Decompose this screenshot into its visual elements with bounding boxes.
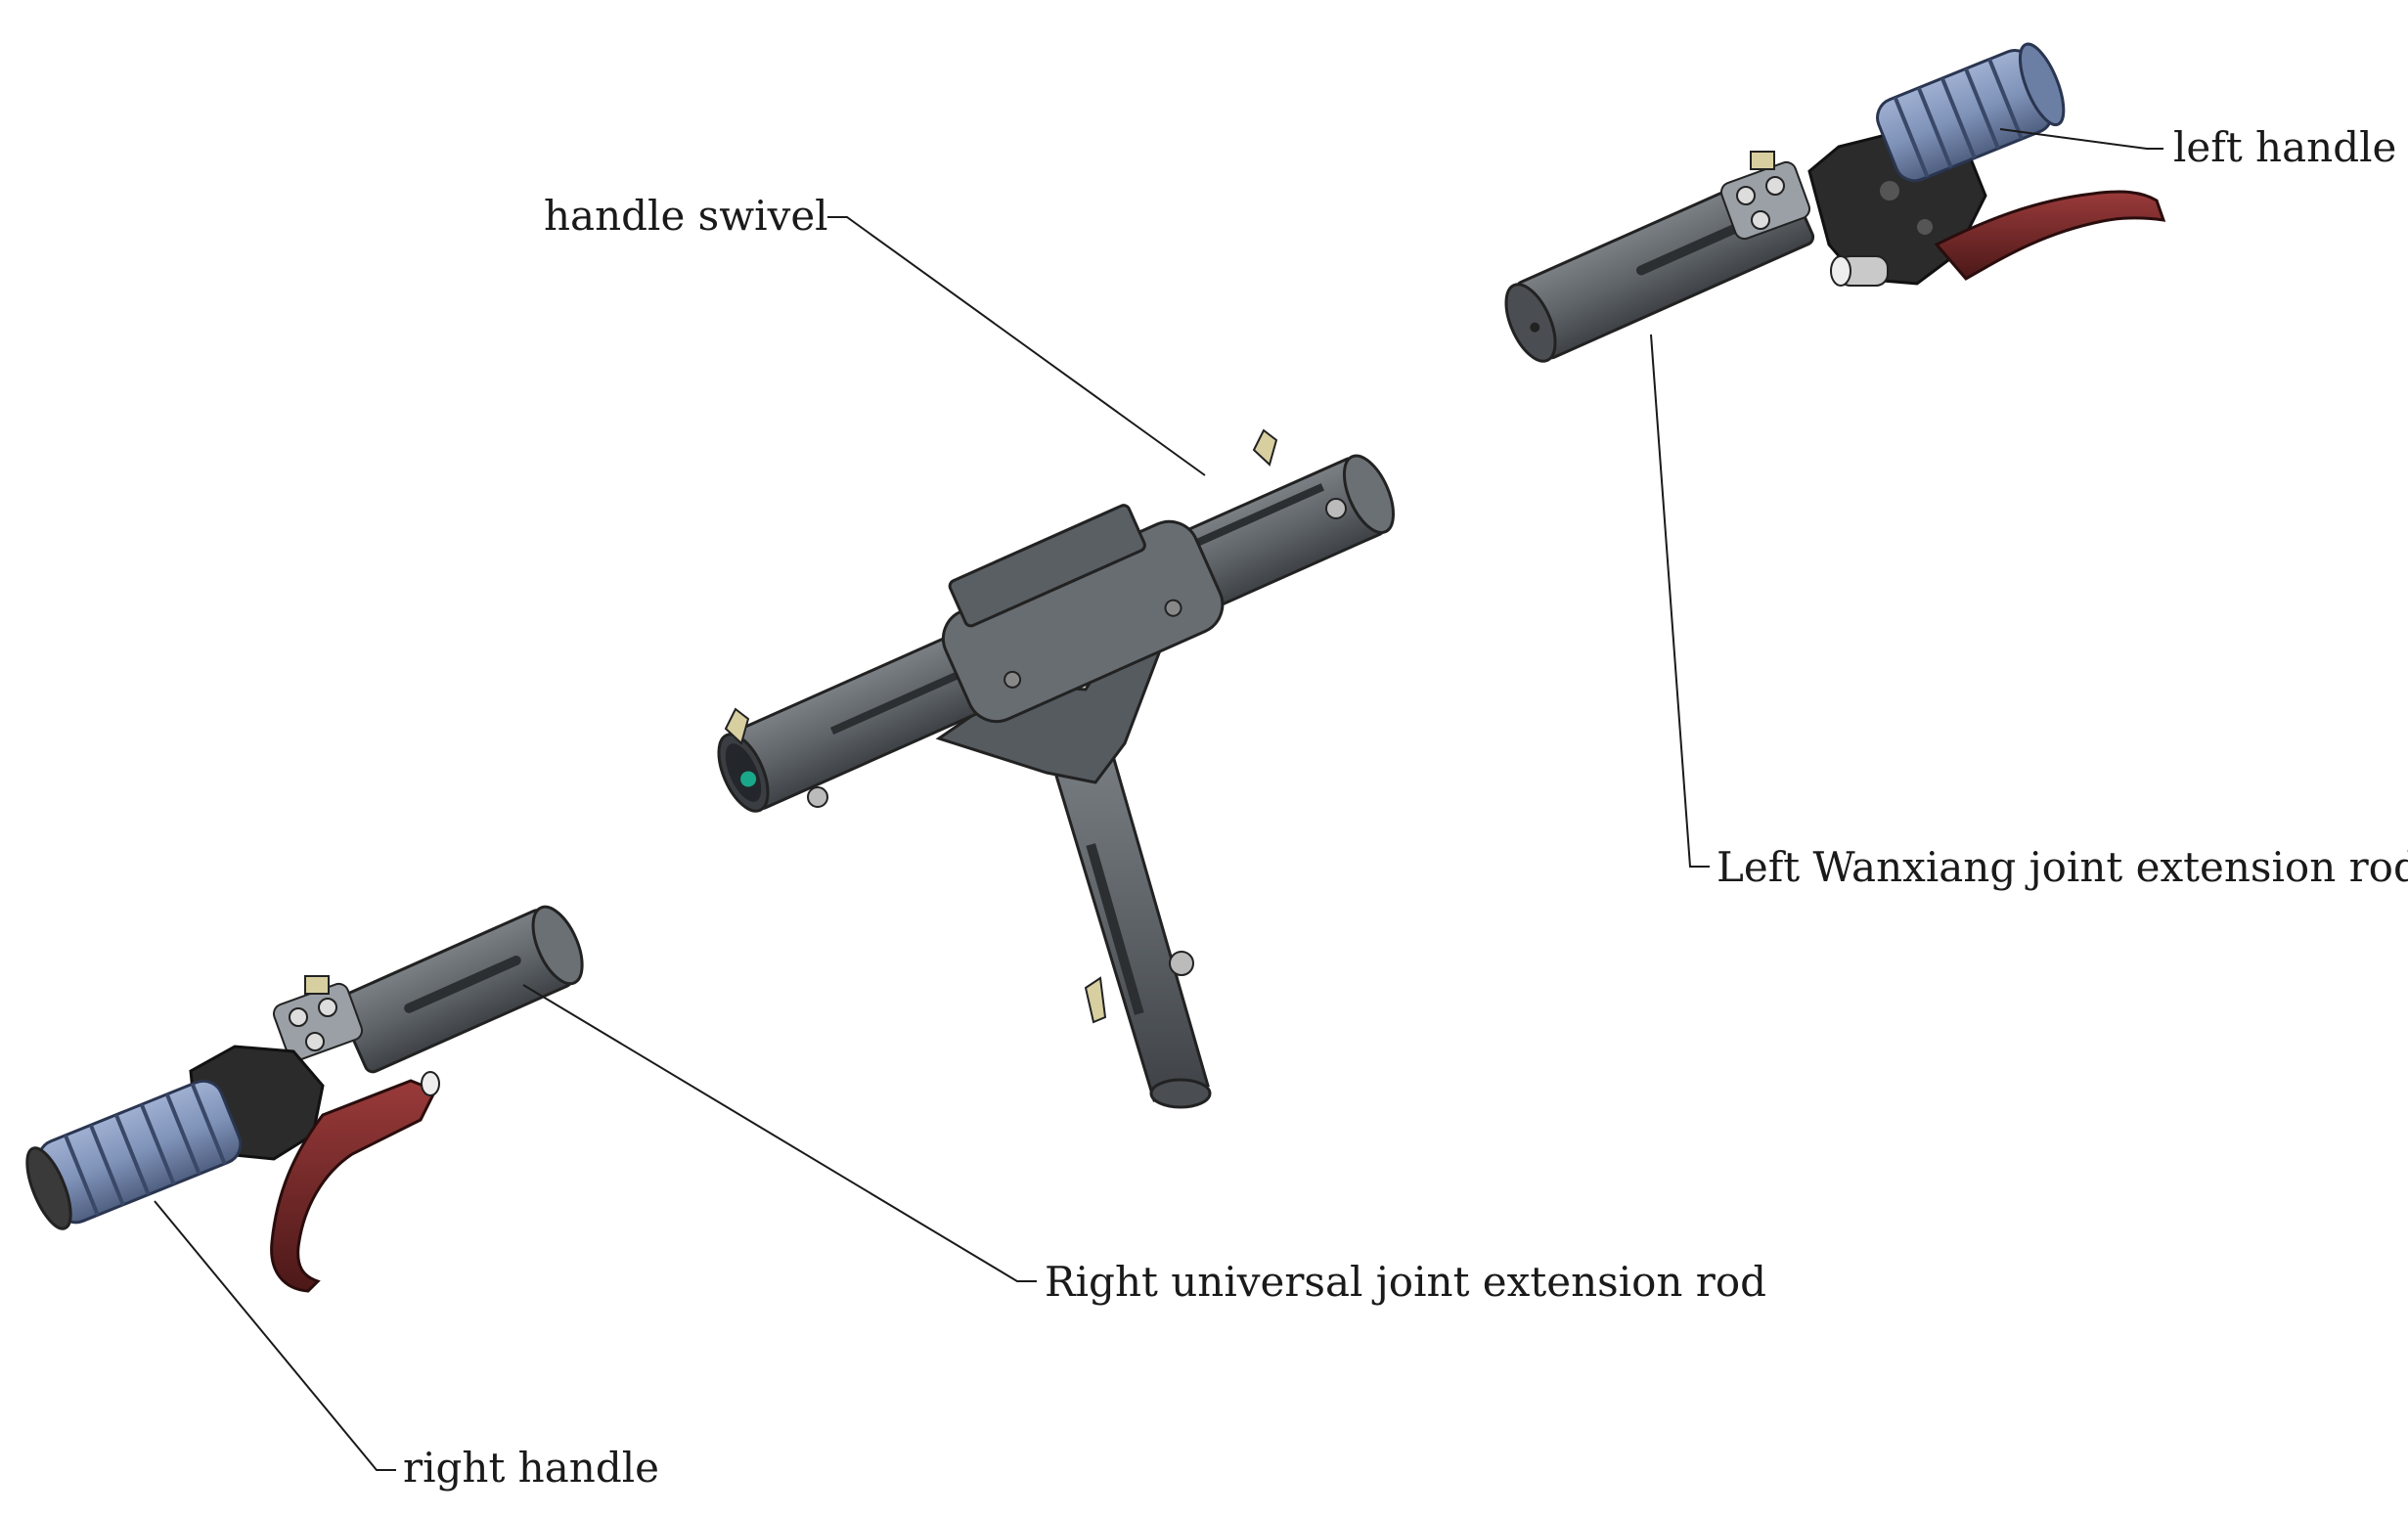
right-grip (25, 1079, 243, 1230)
swivel-bolt-right (1325, 498, 1347, 519)
right-mount-hardware (272, 975, 364, 1062)
swivel-hook-left (724, 707, 750, 745)
leader-right-universal (522, 984, 1037, 1282)
label-right-universal-rod: Right universal joint extension rod (1045, 1258, 1767, 1306)
leader-left-wanxiang (1650, 334, 1710, 868)
label-right-handle: right handle (403, 1444, 659, 1492)
swivel-hook-right (1252, 428, 1278, 467)
right-lever-end-cap (421, 1071, 440, 1096)
handle-swivel-assembly (717, 428, 1395, 1109)
label-handle-swivel: handle swivel (544, 192, 828, 240)
left-lever-end-cap (1830, 255, 1889, 287)
label-left-handle: left handle (2173, 123, 2397, 171)
left-brake-lever (1934, 190, 2166, 281)
left-grip (1876, 42, 2066, 183)
right-extension-rod (335, 905, 584, 1074)
leader-right-handle (154, 1200, 396, 1471)
leader-handle-swivel (827, 216, 1206, 476)
left-mount-hardware (1719, 151, 1811, 241)
swivel-crossbar (717, 454, 1395, 813)
left-handle-assembly (1504, 42, 2166, 363)
leader-lines (154, 128, 2163, 1471)
swivel-bolt-left (807, 786, 828, 808)
right-handle-assembly (25, 905, 584, 1293)
swivel-stem (1045, 727, 1212, 1109)
leader-left-handle (1999, 128, 2163, 150)
right-brake-lever (270, 1079, 438, 1293)
label-left-wanxiang-rod: Left Wanxiang joint extension rod (1717, 843, 2408, 891)
